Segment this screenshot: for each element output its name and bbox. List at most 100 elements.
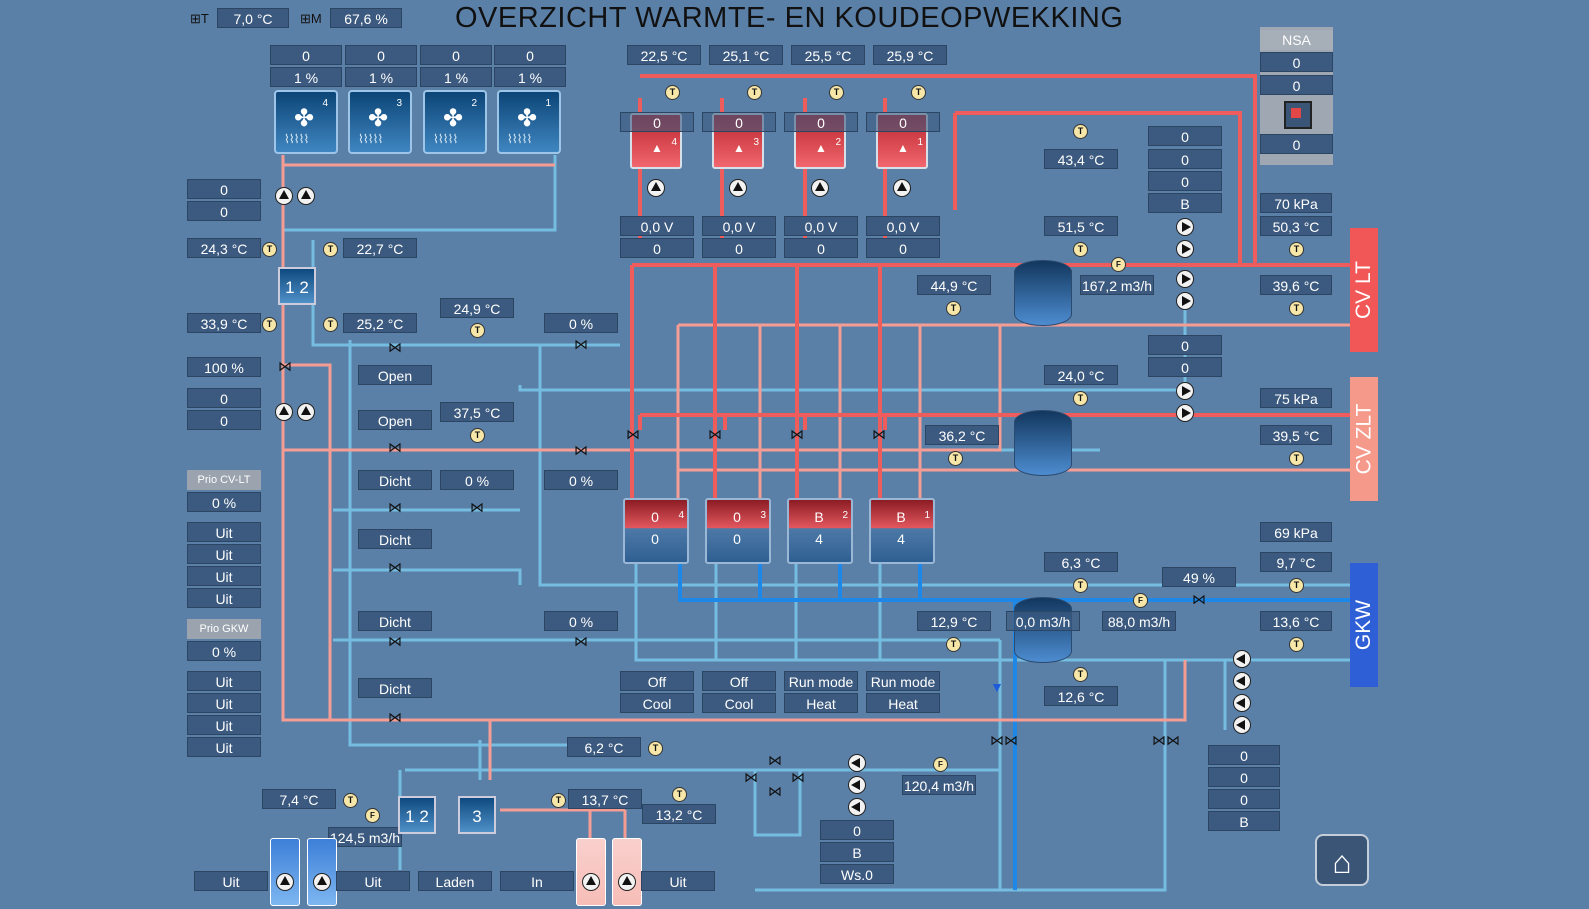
- heat-pump-1-bottom: 4: [897, 531, 905, 547]
- cooler-2-value: 0: [420, 45, 492, 65]
- cooler-1-percent: 1 %: [494, 67, 566, 87]
- valve-icon[interactable]: ⋈: [574, 336, 588, 352]
- three-way-valve-icon[interactable]: ⋈: [1192, 591, 1206, 607]
- pump-icon[interactable]: [1176, 404, 1194, 422]
- pump-icon[interactable]: [275, 187, 293, 205]
- valve-icon[interactable]: ⋈: [574, 633, 588, 649]
- pump-icon[interactable]: [276, 873, 294, 891]
- pump-icon[interactable]: [647, 179, 665, 197]
- valve-icon[interactable]: ⋈: [708, 426, 722, 442]
- pump-top-value-2: 0: [187, 201, 261, 221]
- cvzlt-pump-value: 0: [1148, 357, 1222, 377]
- gkw-temp-supply: 6,3 °C: [1044, 552, 1118, 572]
- pump-icon[interactable]: [1176, 270, 1194, 288]
- temp-sensor-icon: T: [1073, 578, 1088, 593]
- heat-pump-1[interactable]: 1: [869, 498, 935, 564]
- dry-cooler-1[interactable]: ✤1⌇⌇⌇⌇⌇: [497, 90, 561, 154]
- pump-icon[interactable]: [848, 754, 866, 772]
- pump-icon[interactable]: [297, 403, 315, 421]
- valve-icon[interactable]: ⋈: [744, 769, 758, 785]
- bottom-flow-b: 120,4 m3/h: [902, 775, 976, 795]
- percent-mid-3: 0 %: [544, 470, 618, 490]
- pump-icon[interactable]: [848, 776, 866, 794]
- sensor-temp-icon: ⊞T: [190, 11, 209, 26]
- heat-pump-1-mode: Run mode: [866, 671, 940, 691]
- valve-icon[interactable]: ⋈: [626, 426, 640, 442]
- coil-icon: ⌇⌇⌇⌇⌇: [433, 132, 458, 146]
- valve-icon[interactable]: ⋈: [388, 709, 402, 725]
- cvlt-temp-out: 50,3 °C: [1260, 216, 1332, 236]
- nsa-value: 0: [1260, 52, 1333, 72]
- pump-icon[interactable]: [1233, 694, 1251, 712]
- heat-exchanger-icon[interactable]: 3: [458, 796, 496, 834]
- pump-icon[interactable]: [582, 873, 600, 891]
- pump-mid-value-1: 0: [187, 388, 261, 408]
- temp-sensor-icon: T: [1073, 391, 1088, 406]
- temp-left-3: 33,9 °C: [187, 313, 261, 333]
- heat-pump-3[interactable]: 3: [705, 498, 771, 564]
- flame-icon: ▲: [733, 141, 745, 155]
- storage-warm-1: [576, 838, 606, 906]
- dry-cooler-3[interactable]: ✤3⌇⌇⌇⌇⌇: [348, 90, 412, 154]
- valve-icon[interactable]: ⋈: [791, 769, 805, 785]
- cvlt-pump-value: 0: [1148, 171, 1222, 191]
- valve-icon[interactable]: ⋈: [790, 426, 804, 442]
- temp-sensor-icon: T: [323, 242, 338, 257]
- pump-icon[interactable]: [811, 179, 829, 197]
- cvzlt-temp-return: 39,5 °C: [1260, 425, 1332, 445]
- valve-icon[interactable]: ⋈: [574, 442, 588, 458]
- pump-icon[interactable]: [848, 798, 866, 816]
- bottom-temp-mid2: 13,2 °C: [642, 804, 716, 824]
- valve-icon[interactable]: ⋈: [388, 339, 402, 355]
- heat-exchanger-icon[interactable]: 1 2: [398, 796, 436, 834]
- boiler-2-value: 0: [784, 112, 858, 132]
- pump-icon[interactable]: [1233, 716, 1251, 734]
- building-icon: ⌂: [1332, 844, 1352, 880]
- valve-icon[interactable]: ⋈: [388, 559, 402, 575]
- nsa-generator-icon[interactable]: [1284, 101, 1312, 129]
- pump-mid-value-2: 0: [187, 410, 261, 430]
- pump-icon[interactable]: [297, 187, 315, 205]
- prio-gkw-item: Uit: [187, 693, 261, 713]
- valve-icon[interactable]: ⋈⋈: [1152, 732, 1180, 748]
- valve-icon[interactable]: ⋈: [388, 499, 402, 515]
- pump-icon[interactable]: [893, 179, 911, 197]
- pump-icon[interactable]: [1176, 382, 1194, 400]
- cvzlt-temp-tank: 36,2 °C: [925, 425, 999, 445]
- heat-pump-2[interactable]: 2: [787, 498, 853, 564]
- boiler-4-temp: 22,5 °C: [627, 45, 701, 65]
- home-button[interactable]: ⌂: [1315, 834, 1369, 886]
- percent-mid-4: 0 %: [544, 611, 618, 631]
- valve-icon[interactable]: ⋈: [388, 633, 402, 649]
- pump-icon[interactable]: [313, 873, 331, 891]
- storage-cold-1: [270, 838, 300, 906]
- heat-pump-4[interactable]: 4: [623, 498, 689, 564]
- pump-icon[interactable]: [618, 873, 636, 891]
- heat-pump-4-mode: Off: [620, 671, 694, 691]
- dry-cooler-2[interactable]: ✤2⌇⌇⌇⌇⌇: [423, 90, 487, 154]
- valve-icon[interactable]: ⋈⋈: [990, 732, 1018, 748]
- heat-pump-4-function: Cool: [620, 693, 694, 713]
- temp-sensor-icon: T: [470, 323, 485, 338]
- bottom-pump-value: B: [820, 842, 894, 862]
- pump-icon[interactable]: [1233, 672, 1251, 690]
- valve-icon[interactable]: ⋈: [768, 752, 782, 768]
- valve-icon[interactable]: ⋈: [388, 439, 402, 455]
- temp-sensor-icon: T: [262, 242, 277, 257]
- pump-icon[interactable]: [1176, 292, 1194, 310]
- heat-exchanger-icon[interactable]: 1 2: [278, 267, 316, 305]
- gkw-temp-low: 12,6 °C: [1044, 686, 1118, 706]
- valve-icon[interactable]: ⋈: [872, 426, 886, 442]
- temp-sensor-icon: T: [946, 301, 961, 316]
- dry-cooler-4[interactable]: ✤4⌇⌇⌇⌇⌇: [274, 90, 338, 154]
- prio-cvlt-item: Uit: [187, 588, 261, 608]
- valve-icon[interactable]: ⋈: [768, 783, 782, 799]
- pump-icon[interactable]: [1176, 218, 1194, 236]
- pump-icon[interactable]: [1233, 650, 1251, 668]
- three-way-valve-icon[interactable]: ⋈: [278, 358, 292, 374]
- valve-icon[interactable]: ⋈: [470, 499, 484, 515]
- pump-icon[interactable]: [729, 179, 747, 197]
- heat-pump-2-top: B: [814, 509, 824, 525]
- pump-icon[interactable]: [1176, 240, 1194, 258]
- pump-icon[interactable]: [275, 403, 293, 421]
